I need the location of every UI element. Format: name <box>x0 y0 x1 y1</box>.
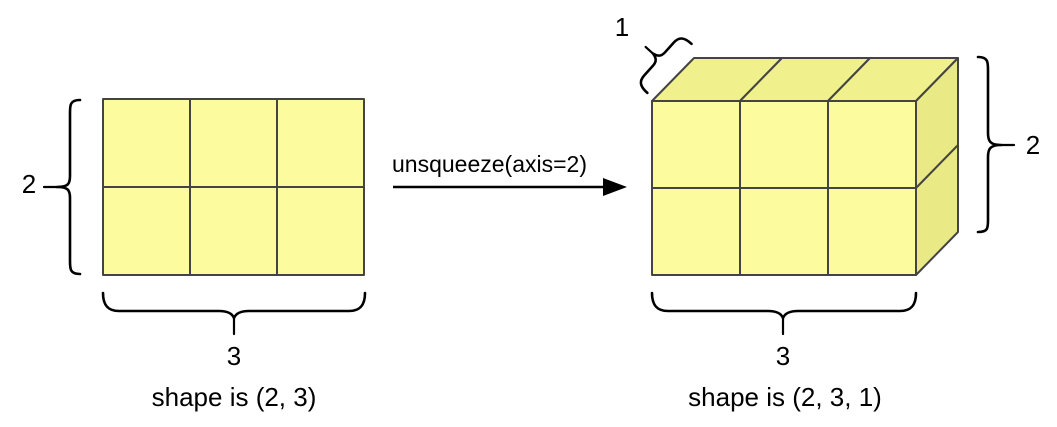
right-cols-count-label: 3 <box>776 341 790 371</box>
tensor-cell <box>651 100 741 189</box>
tensor-cell <box>739 100 829 189</box>
matrix-cell <box>276 98 365 188</box>
arrow-operation-label: unsqueeze(axis=2) <box>392 151 587 177</box>
side-face-row-divider <box>915 144 959 189</box>
tensor-cell <box>827 187 917 276</box>
left-cols-brace <box>101 291 367 320</box>
right-cols-brace <box>650 291 918 320</box>
tensor-front-face <box>651 100 917 276</box>
right-tensor: 1 2 3 shape is (2, 3, 1) <box>615 12 1040 412</box>
matrix-cell <box>102 186 191 276</box>
right-depth-brace-leader <box>644 45 655 55</box>
left-rows-brace <box>55 98 82 276</box>
right-depth-brace-group <box>639 37 693 95</box>
arrow-head-icon <box>603 178 627 196</box>
right-depth-count-label: 1 <box>615 12 629 42</box>
left-cols-count-label: 3 <box>227 341 241 371</box>
left-shape-caption: shape is (2, 3) <box>152 382 317 412</box>
tensor-cell <box>651 187 741 276</box>
right-rows-brace <box>976 55 1003 234</box>
tensor-top-face <box>651 57 959 102</box>
tensor-cell <box>739 187 829 276</box>
matrix-cell <box>276 186 365 276</box>
matrix-cell <box>189 186 278 276</box>
right-shape-caption: shape is (2, 3, 1) <box>688 382 882 412</box>
transform-arrow: unsqueeze(axis=2) <box>392 151 627 196</box>
left-matrix-cells <box>102 98 365 276</box>
matrix-cell <box>102 98 191 188</box>
right-rows-count-label: 2 <box>1026 130 1040 160</box>
matrix-cell <box>189 98 278 188</box>
left-rows-count-label: 2 <box>22 169 36 199</box>
left-matrix: 2 3 shape is (2, 3) <box>22 98 367 412</box>
tensor-cell <box>827 100 917 189</box>
